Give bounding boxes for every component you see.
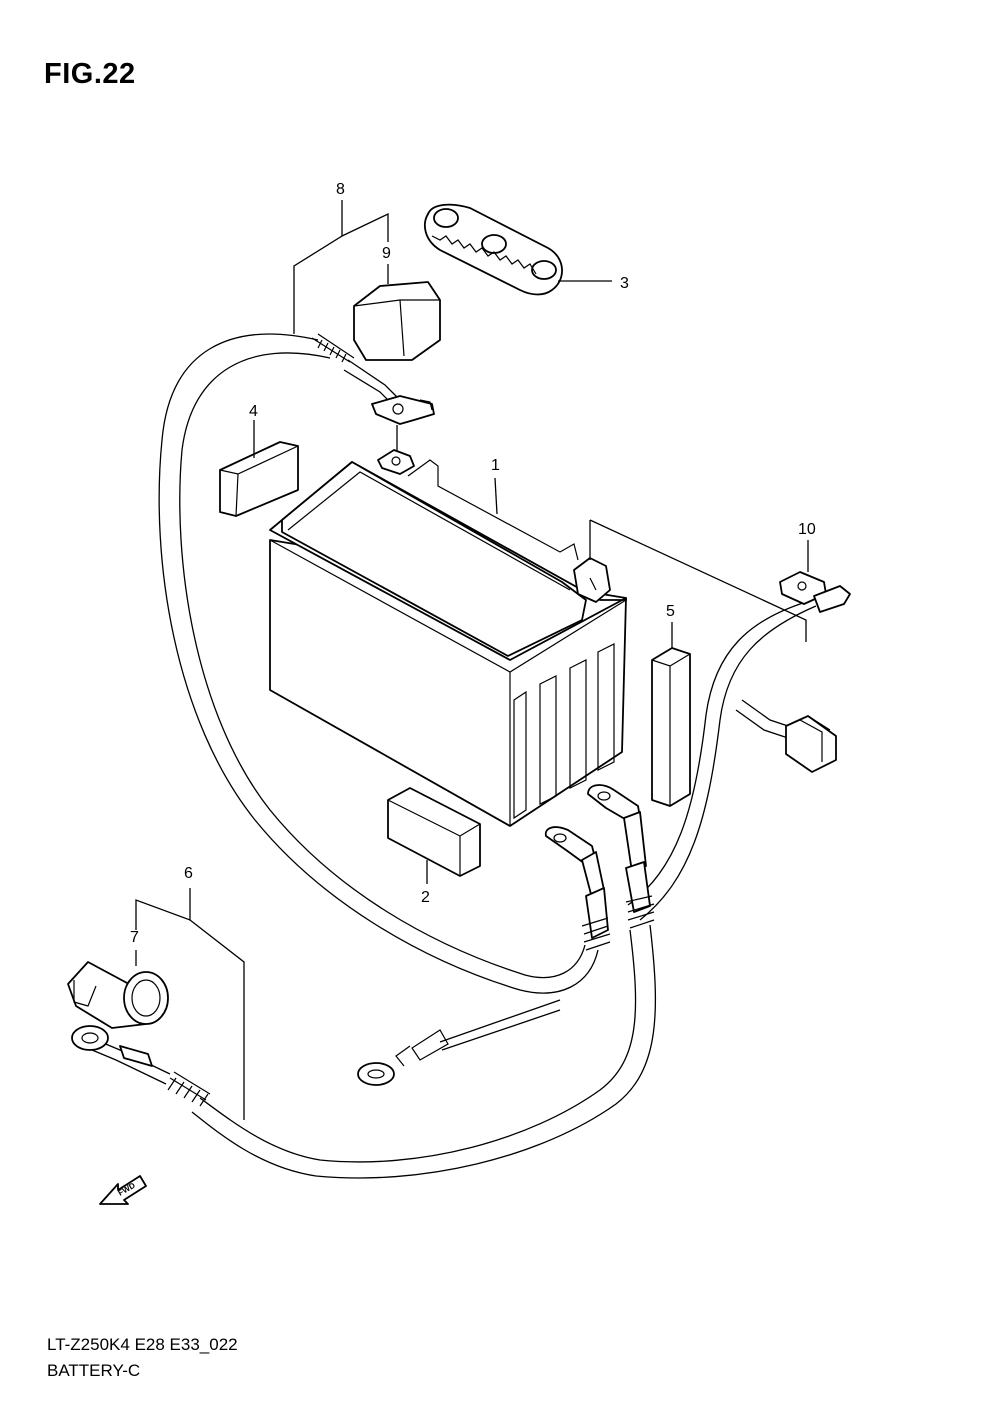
callout-8: 8 [336, 181, 345, 198]
fwd-arrow-icon: FWD [99, 1175, 147, 1205]
model-code: LT-Z250K4 E28 E33_022 [47, 1335, 238, 1354]
ground-lead [357, 999, 561, 1086]
holder-plate-3 [424, 203, 612, 296]
callout-7: 7 [130, 929, 139, 946]
callout-4: 4 [249, 403, 258, 420]
pad-5 [651, 622, 691, 807]
bottom-terminals [544, 784, 655, 951]
battery-cable-10 [627, 540, 851, 921]
terminal-top [371, 395, 435, 452]
callout-10: 10 [798, 521, 816, 538]
pad-2 [387, 787, 481, 884]
battery-cable-6 [71, 924, 657, 1179]
callout-3: 3 [620, 275, 629, 292]
callout-5: 5 [666, 603, 675, 620]
battery-1 [269, 449, 627, 827]
group-name: BATTERY-C [47, 1361, 141, 1380]
terminal-boot-7 [67, 961, 169, 1029]
pad-4 [219, 420, 299, 517]
terminal-cap-9 [353, 281, 441, 361]
battery-cable-8 [158, 333, 599, 994]
callout-6: 6 [184, 865, 193, 882]
callout-leaders [135, 200, 807, 1120]
callout-1: 1 [491, 457, 500, 474]
callout-2: 2 [421, 889, 430, 906]
figure-title: FIG.22 [44, 58, 136, 90]
callout-9: 9 [382, 245, 391, 262]
